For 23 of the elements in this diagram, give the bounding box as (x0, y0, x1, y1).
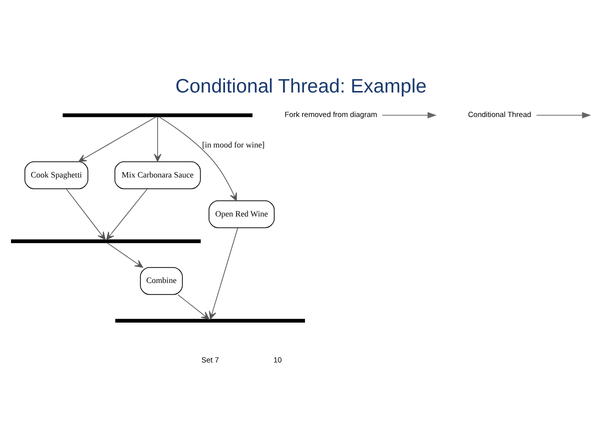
arrow (106, 242, 144, 268)
arrow (208, 227, 238, 319)
arrow (154, 116, 162, 162)
edge-label: [in mood for wine] (202, 140, 265, 149)
node-box: Combine (140, 266, 183, 294)
arrow (78, 116, 157, 162)
node-box: Open Red Wine (208, 200, 275, 228)
arrow (66, 188, 106, 240)
node-box: Mix Carbonara Sauce (114, 160, 201, 189)
node-bar (11, 238, 201, 243)
node-text: Conditional Thread (468, 110, 532, 119)
label: 10 (273, 354, 282, 364)
label: Set 7 (201, 354, 219, 364)
diagram-title: Conditional Thread: Example (175, 75, 427, 98)
node-bar (115, 318, 305, 322)
node-text: Fork removed from diagram (284, 110, 378, 119)
node-box: Cook Spaghetti (24, 160, 88, 189)
arrow (158, 116, 237, 201)
arrow (536, 112, 592, 118)
node-bar (62, 112, 252, 117)
arrow (106, 188, 148, 240)
arrow (382, 112, 437, 118)
arrow (178, 294, 210, 320)
